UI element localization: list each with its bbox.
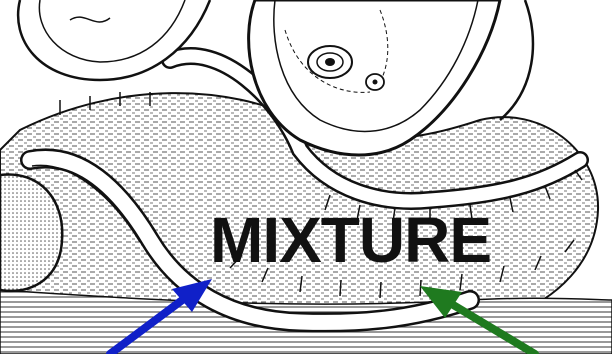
- top-left-lobe: [18, 0, 210, 80]
- mixture-label: MIXTURE: [210, 208, 491, 272]
- right-lobe: [500, 0, 533, 120]
